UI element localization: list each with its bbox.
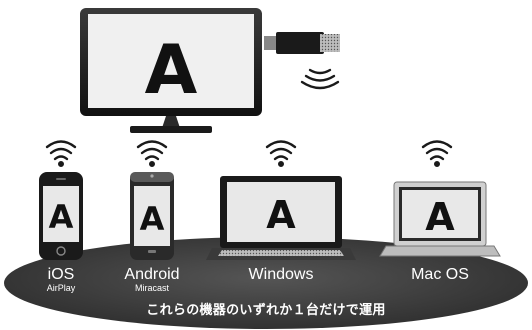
wifi-icon (421, 140, 453, 167)
wifi-icon (265, 140, 297, 167)
wifi-icon (300, 68, 340, 90)
device-name: Mac OS (411, 266, 469, 283)
device-label-ios: iOS AirPlay (31, 266, 91, 293)
tv-display-letter: A (145, 31, 198, 110)
mac-laptop: A (379, 181, 501, 257)
device-protocol: Miracast (134, 283, 169, 293)
windows-laptop: A (206, 176, 356, 260)
iphone: A (39, 172, 83, 260)
device-label-macos: Mac OS (395, 266, 485, 283)
device-name: iOS (47, 266, 75, 283)
wifi-icon (45, 140, 77, 167)
device-name: Android (124, 266, 180, 283)
hdmi-dongle (264, 32, 340, 90)
tv: A (80, 8, 262, 133)
android-display-letter: A (140, 200, 165, 238)
base-ellipse (4, 237, 528, 329)
device-label-windows: Windows (231, 266, 331, 283)
iphone-display-letter: A (49, 198, 74, 236)
wifi-icon (136, 140, 168, 167)
mac-display-letter: A (425, 195, 455, 239)
device-protocol: AirPlay (46, 283, 76, 293)
device-label-android: Android Miracast (112, 266, 192, 293)
android-phone: A (130, 172, 174, 260)
device-name: Windows (248, 266, 314, 283)
caption: これらの機器のいずれか１台だけで運用 (146, 303, 386, 318)
windows-display-letter: A (266, 193, 296, 237)
